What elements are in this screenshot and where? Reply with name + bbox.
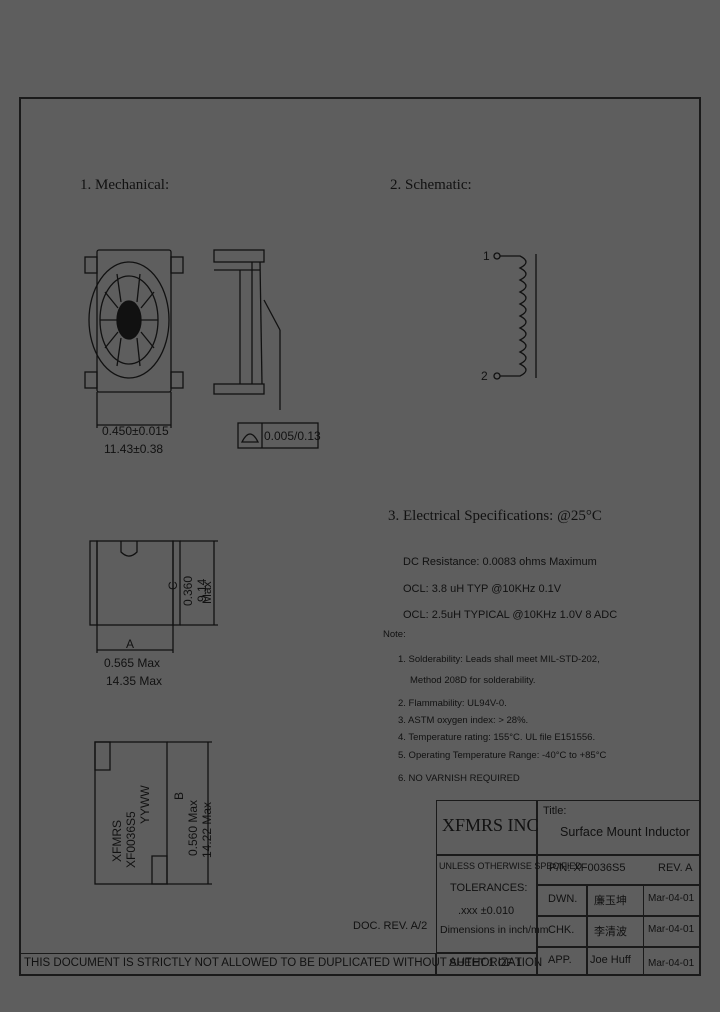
dim-c-label: C <box>166 581 180 590</box>
chk-label: CHK. <box>548 924 575 936</box>
note-item: 2. Flammability: UL94V-0. <box>398 698 507 709</box>
dwn-name: 廉玉坤 <box>594 895 627 907</box>
width-mm: 11.43±0.38 <box>104 442 164 456</box>
part-number: P/N: XF0036S5 <box>549 862 626 874</box>
revision: REV. A <box>658 862 693 874</box>
note-item: 4. Temperature rating: 155°C. UL file E1… <box>398 732 596 743</box>
spec-dc-resistance: DC Resistance: 0.0083 ohms Maximum <box>403 556 597 568</box>
signature-label-column <box>537 885 587 976</box>
note-item: 1. Solderability: Leads shall meet MIL-S… <box>398 654 600 665</box>
dwn-date: Mar-04-01 <box>648 893 695 904</box>
company-cell <box>436 800 537 855</box>
sheet-cell <box>436 953 537 976</box>
dwn-label: DWN. <box>548 893 578 905</box>
pin-2-label: 2 <box>481 369 488 383</box>
marking-line2: XF0036S5 <box>124 811 138 868</box>
footer-box <box>19 953 436 976</box>
spec-ocl-2: OCL: 2.5uH TYPICAL @10KHz 1.0V 8 ADC <box>403 609 618 621</box>
section-electrical: 3. Electrical Specifications: @25°C <box>388 508 602 524</box>
note-item: 3. ASTM oxygen index: > 28%. <box>398 715 529 726</box>
width-inch: 0.450±0.015 <box>102 424 169 438</box>
dim-a-label: A <box>126 637 135 651</box>
app-date: Mar-04-01 <box>648 958 695 969</box>
pn-cell <box>537 855 701 885</box>
doc-revision: DOC. REV. A/2 <box>353 920 428 932</box>
dim-b-mm: 14.22 Max <box>200 801 214 858</box>
chk-name: 李清波 <box>594 926 627 938</box>
product-title: Surface Mount Inductor <box>560 825 690 839</box>
tolerance-label: TOLERANCES: <box>450 882 528 894</box>
dim-a-inch: 0.565 Max <box>104 656 161 670</box>
dim-b-label: B <box>172 791 186 800</box>
flatness-tolerance: 0.005/0.13 <box>264 429 321 443</box>
tolerance-value: .xxx ±0.010 <box>458 905 515 917</box>
company-name: XFMRS INC <box>442 815 539 835</box>
section-mechanical: 1. Mechanical: <box>80 177 170 193</box>
app-name: Joe Huff <box>590 954 631 966</box>
marking-line1: XFMRS <box>110 820 124 862</box>
signature-name-column <box>587 885 644 976</box>
sheet-number: SHEET 1 OF 1 <box>449 957 523 969</box>
spec-ocl-1: OCL: 3.8 uH TYP @10KHz 0.1V <box>403 583 562 595</box>
dim-c-max: Max <box>200 581 214 604</box>
notes-label: Note: <box>383 629 406 640</box>
dim-c-inch: 0.360 <box>181 575 195 606</box>
marking-line3: YYWW <box>138 785 152 824</box>
note-item: 5. Operating Temperature Range: -40°C to… <box>398 750 607 761</box>
dim-a-mm: 14.35 Max <box>106 674 163 688</box>
section-schematic: 2. Schematic: <box>390 177 472 193</box>
title-cell <box>537 800 701 855</box>
title-label: Title: <box>543 805 567 817</box>
tolerance-cell <box>436 855 537 953</box>
chk-date: Mar-04-01 <box>648 924 695 935</box>
dimension-units: Dimensions in inch/mm <box>440 924 549 936</box>
dim-b-inch: 0.560 Max <box>186 799 200 856</box>
note-item: 6. NO VARNISH REQUIRED <box>398 773 520 784</box>
footer-notice: THIS DOCUMENT IS STRICTLY NOT ALLOWED TO… <box>24 957 543 969</box>
app-label: APP. <box>548 954 572 966</box>
note-item: Method 208D for solderability. <box>410 675 536 686</box>
tolerance-heading: UNLESS OTHERWISE SPECIFIED <box>439 861 582 871</box>
pin-1-label: 1 <box>483 249 490 263</box>
